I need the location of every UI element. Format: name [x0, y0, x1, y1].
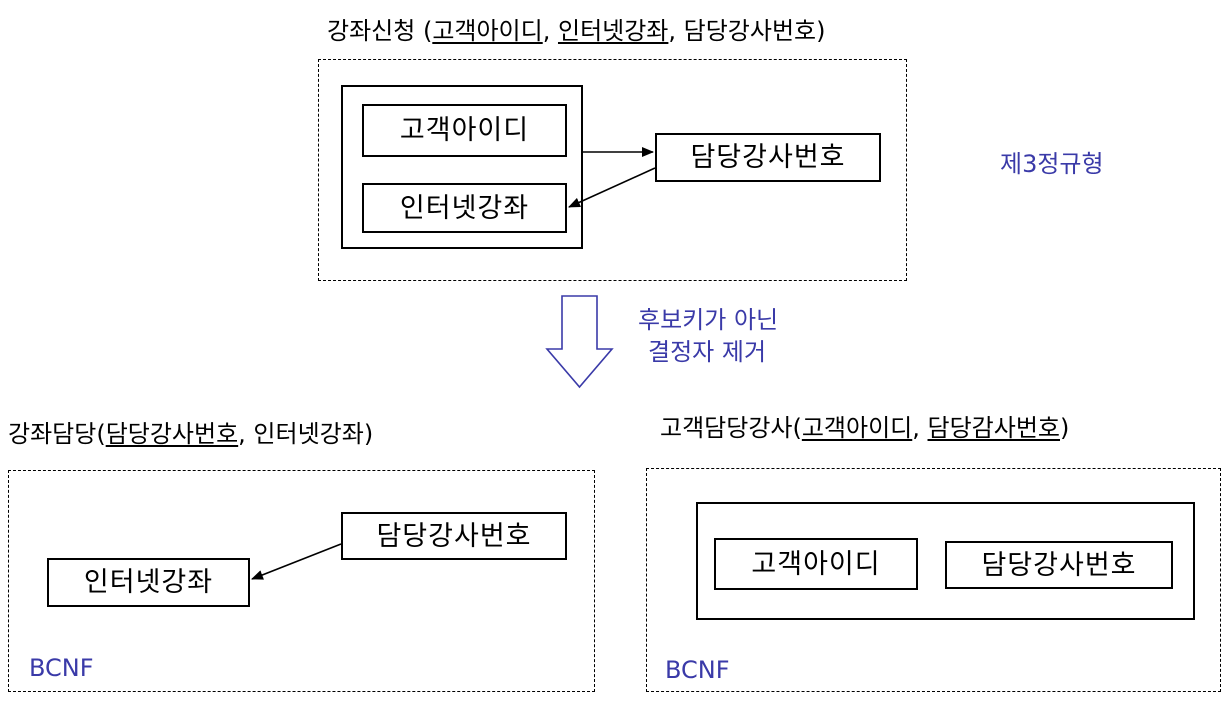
left-normal-form-label: BCNF: [29, 654, 94, 682]
title-key-customer-id: 고객아이디: [801, 414, 913, 442]
right-relation-title: 고객담당강사(고객아이디, 담당감사번호): [660, 416, 1069, 440]
title-rest: ): [1060, 414, 1070, 442]
top-attr-customer-id: 고객아이디: [362, 104, 567, 157]
transition-note: 후보키가 아닌 결정자 제거: [638, 304, 778, 369]
right-attr-instructor: 담당강사번호: [945, 541, 1173, 589]
title-prefix: 강좌신청 (: [327, 17, 433, 45]
title-rest: , 인터넷강좌): [238, 420, 374, 448]
title-prefix: 강좌담당(: [8, 420, 106, 448]
right-attr-customer-id: 고객아이디: [714, 538, 918, 590]
title-sep: ,: [912, 414, 928, 442]
title-sep: ,: [542, 17, 558, 45]
title-key-instructor: 담당감사번호: [927, 414, 1060, 442]
left-attr-instructor: 담당강사번호: [341, 512, 567, 560]
top-relation-title: 강좌신청 (고객아이디, 인터넷강좌, 담당강사번호): [327, 19, 826, 43]
title-key-customer-id: 고객아이디: [432, 17, 543, 45]
title-rest: , 담당강사번호): [668, 17, 826, 45]
left-relation-title: 강좌담당(담당강사번호, 인터넷강좌): [8, 422, 373, 446]
title-key-course: 인터넷강좌: [557, 17, 669, 45]
transition-note-line2: 결정자 제거: [648, 338, 767, 367]
right-normal-form-label: BCNF: [665, 656, 730, 684]
fd-arrow-left-instructor-to-course: [251, 543, 342, 580]
transition-note-line1: 후보키가 아닌: [638, 306, 779, 334]
fd-arrow-instructor-to-course: [568, 167, 656, 208]
top-normal-form-label: 제3정규형: [1000, 150, 1104, 178]
top-attr-course: 인터넷강좌: [362, 183, 567, 233]
title-key-instructor: 담당강사번호: [105, 420, 239, 448]
top-attr-instructor: 담당강사번호: [655, 133, 881, 182]
left-relation-frame: [8, 470, 595, 692]
title-prefix: 고객담당강사(: [660, 414, 802, 442]
top-relation-frame: [318, 59, 907, 281]
decomposition-down-arrow-icon: [545, 295, 614, 389]
left-attr-course: 인터넷강좌: [47, 558, 250, 607]
right-relation-frame: [646, 468, 1221, 692]
